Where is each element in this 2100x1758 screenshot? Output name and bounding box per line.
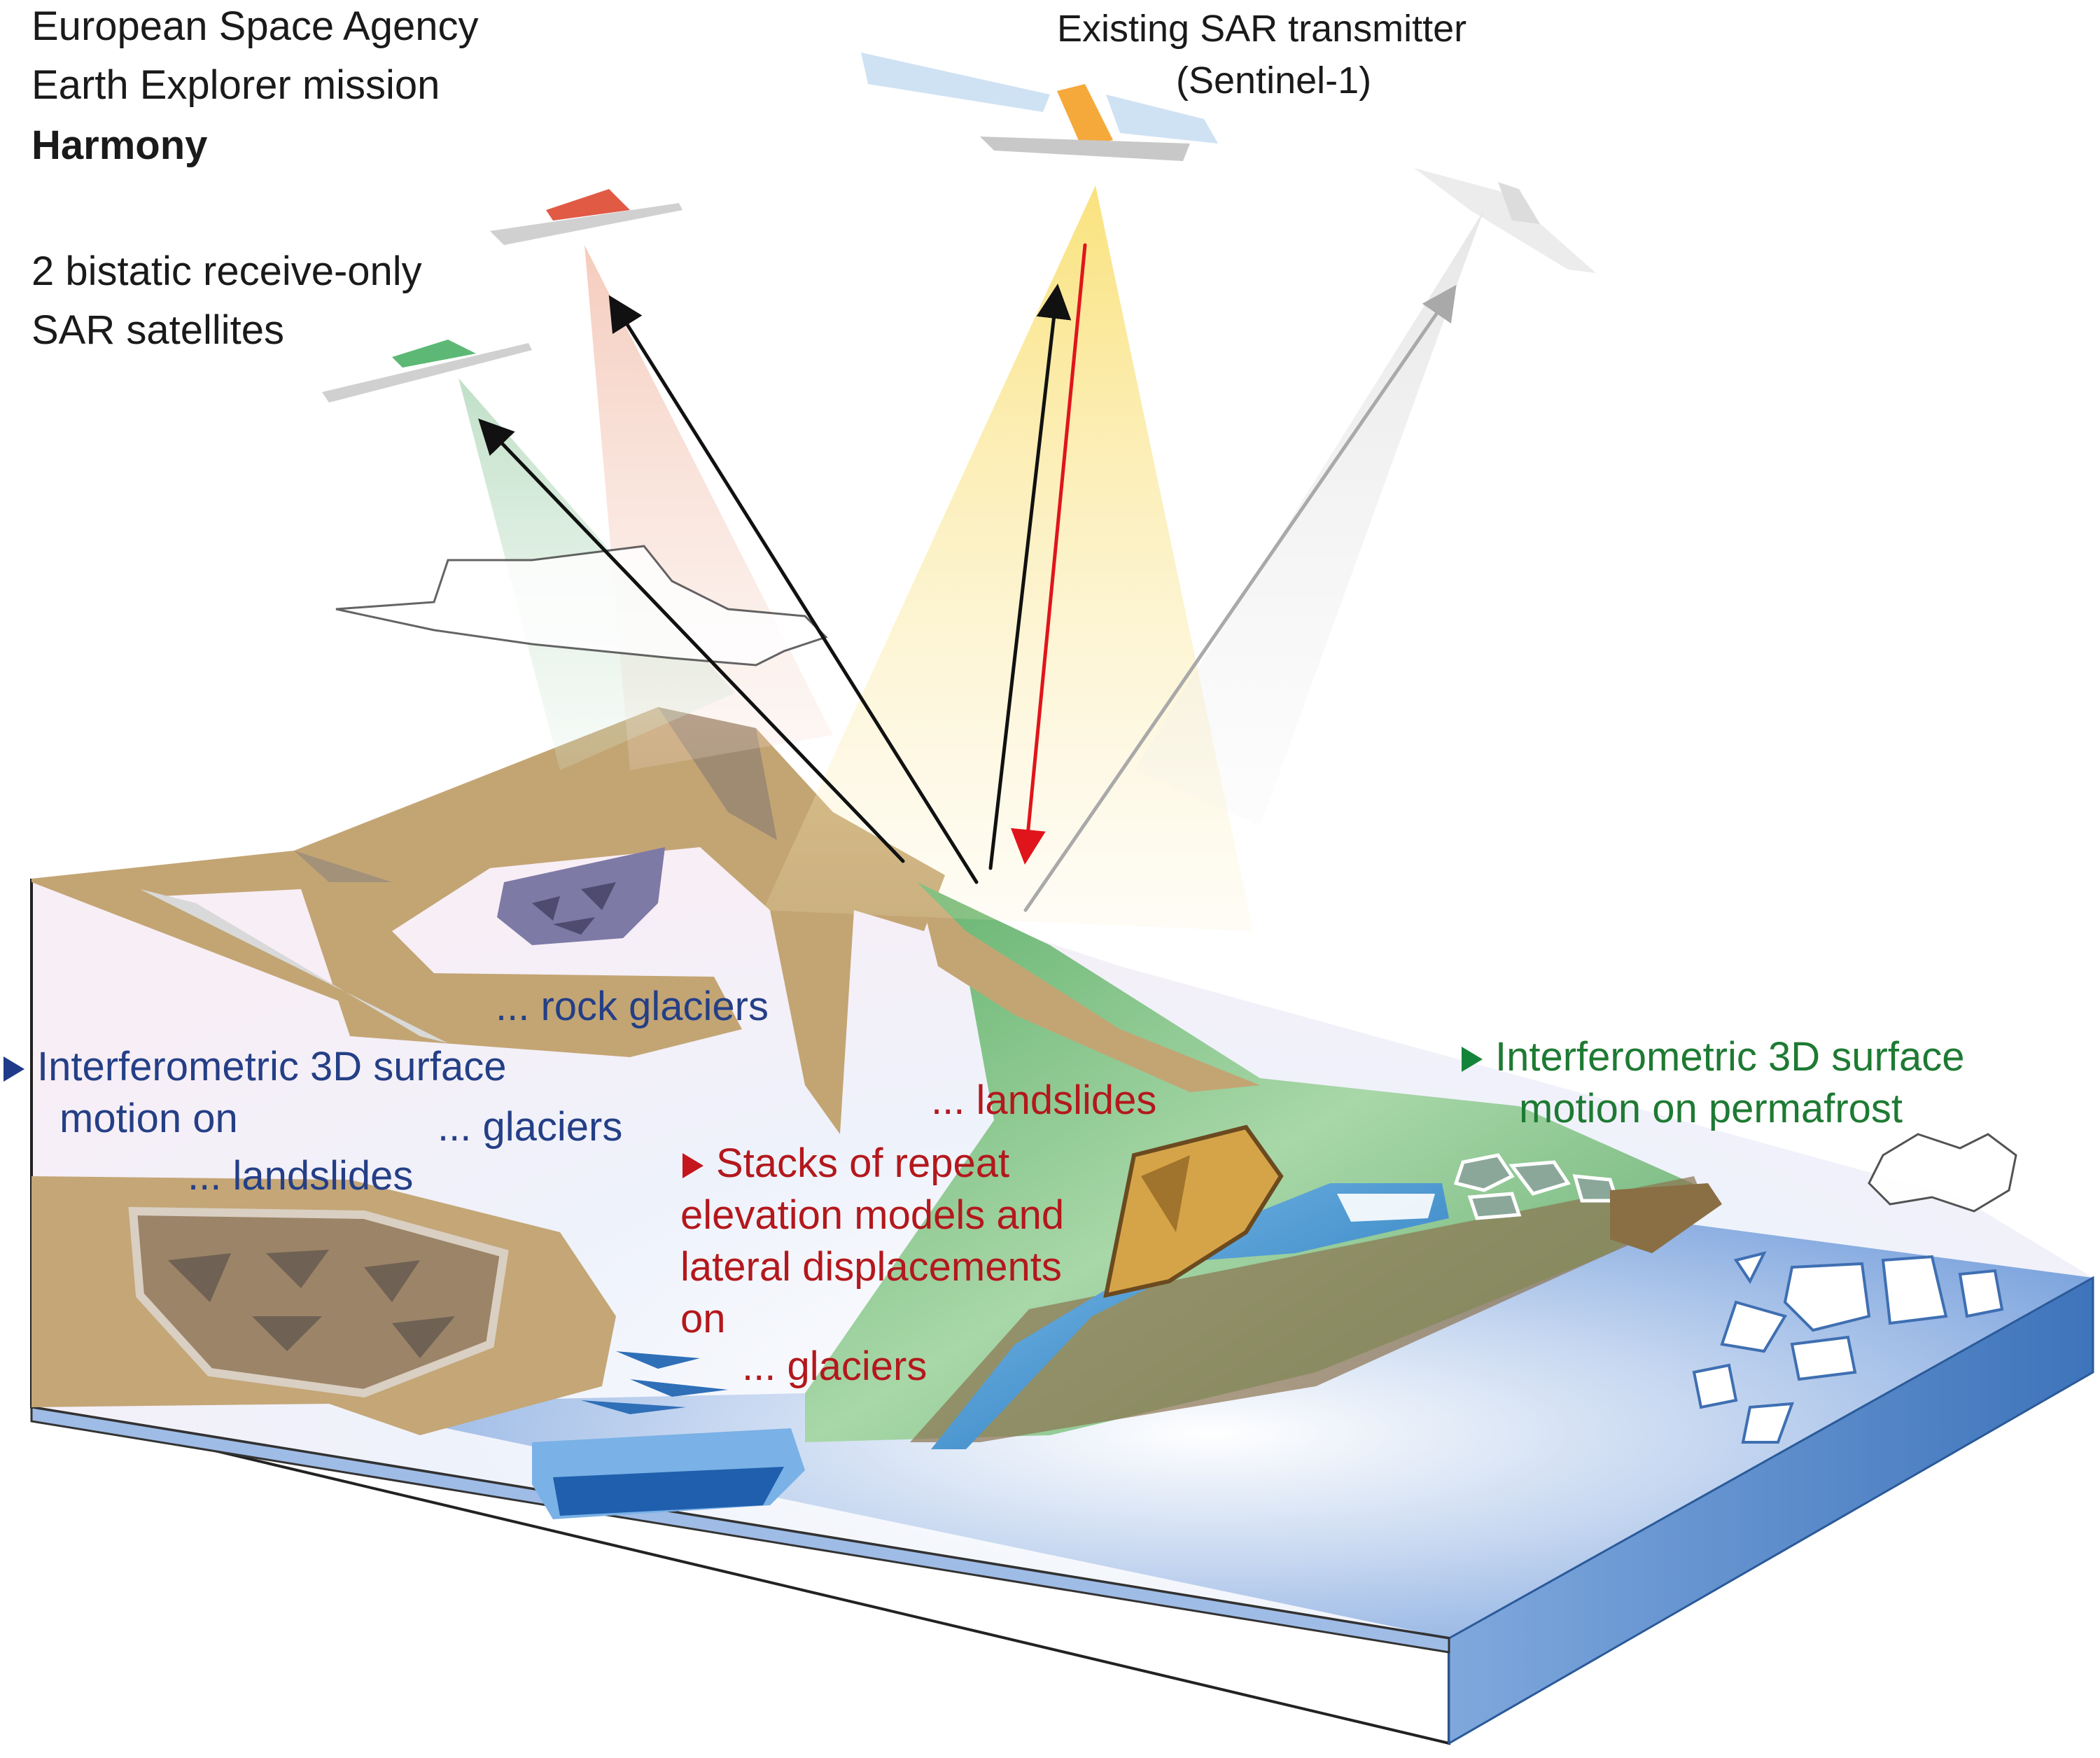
arrow-icon (1010, 243, 1087, 865)
transmitter-line-1: Existing SAR transmitter (1057, 8, 1467, 50)
label-glaciers-blue: ... glaciers (438, 1104, 623, 1150)
clouds (335, 545, 2017, 1213)
arrow-icon (988, 284, 1072, 870)
permafrost-polygons (1453, 1153, 1620, 1220)
arrow-icon (1023, 284, 1457, 912)
receivers-line-1: 2 bistatic receive-only (31, 249, 422, 294)
label-rock-glaciers: ... rock glaciers (496, 984, 769, 1029)
mission-name: Harmony (31, 123, 208, 168)
transmit-beam (763, 186, 1253, 931)
blue-heading-line-1: Interferometric 3D surface (4, 1042, 506, 1093)
arrow-icon (478, 418, 905, 863)
triangle-bullet-icon (1462, 1047, 1483, 1072)
cloud-icon (335, 545, 828, 667)
receivers-line-2: SAR satellites (31, 307, 285, 353)
triangle-bullet-icon (682, 1153, 704, 1178)
red-heading-line-2: elevation models and (680, 1192, 1065, 1238)
red-heading-line-4: on (680, 1296, 726, 1341)
glacier-tongue (532, 1351, 805, 1519)
sea-ice-floes (1692, 1251, 2004, 1444)
red-heading-line-3: lateral displacements (680, 1244, 1062, 1290)
title-line-1: European Space Agency (31, 4, 479, 49)
rock-glacier (497, 847, 665, 945)
label-landslides-red: ... landslides (931, 1077, 1157, 1123)
green-heading-text: Interferometric 3D surface (1495, 1034, 1965, 1080)
blue-heading-text: Interferometric 3D surface (37, 1044, 507, 1089)
block-side-right (1448, 1276, 2094, 1745)
label-landslides-blue: ... landslides (188, 1153, 414, 1199)
transmitter-line-2: (Sentinel-1) (1176, 60, 1372, 102)
block-front-edge (30, 1406, 1450, 1654)
grey-beam (1134, 210, 1484, 826)
signal-arrows (478, 243, 1457, 912)
title-line-2: Earth Explorer mission (31, 62, 440, 108)
red-heading-line-1: Stacks of repeat (682, 1138, 1009, 1190)
red-heading-text: Stacks of repeat (716, 1140, 1010, 1186)
landslide-deposit (1103, 1124, 1284, 1298)
landslide-hill (31, 1176, 616, 1435)
satellite-receiver-red (490, 189, 682, 245)
arrow-icon (608, 295, 979, 884)
satellite-receiver-green (322, 340, 532, 403)
green-heading-line-1: Interferometric 3D surface (1462, 1032, 1964, 1083)
satellite-grey (1414, 168, 1596, 273)
cloud-icon (1868, 1133, 2017, 1213)
satellite-sentinel-1 (861, 53, 1218, 161)
blue-heading-line-2: motion on (59, 1096, 238, 1141)
triangle-bullet-icon (4, 1056, 24, 1082)
green-heading-line-2: motion on permafrost (1519, 1086, 1903, 1131)
meadow-valley (805, 882, 1722, 1449)
label-glaciers-red: ... glaciers (742, 1344, 927, 1389)
